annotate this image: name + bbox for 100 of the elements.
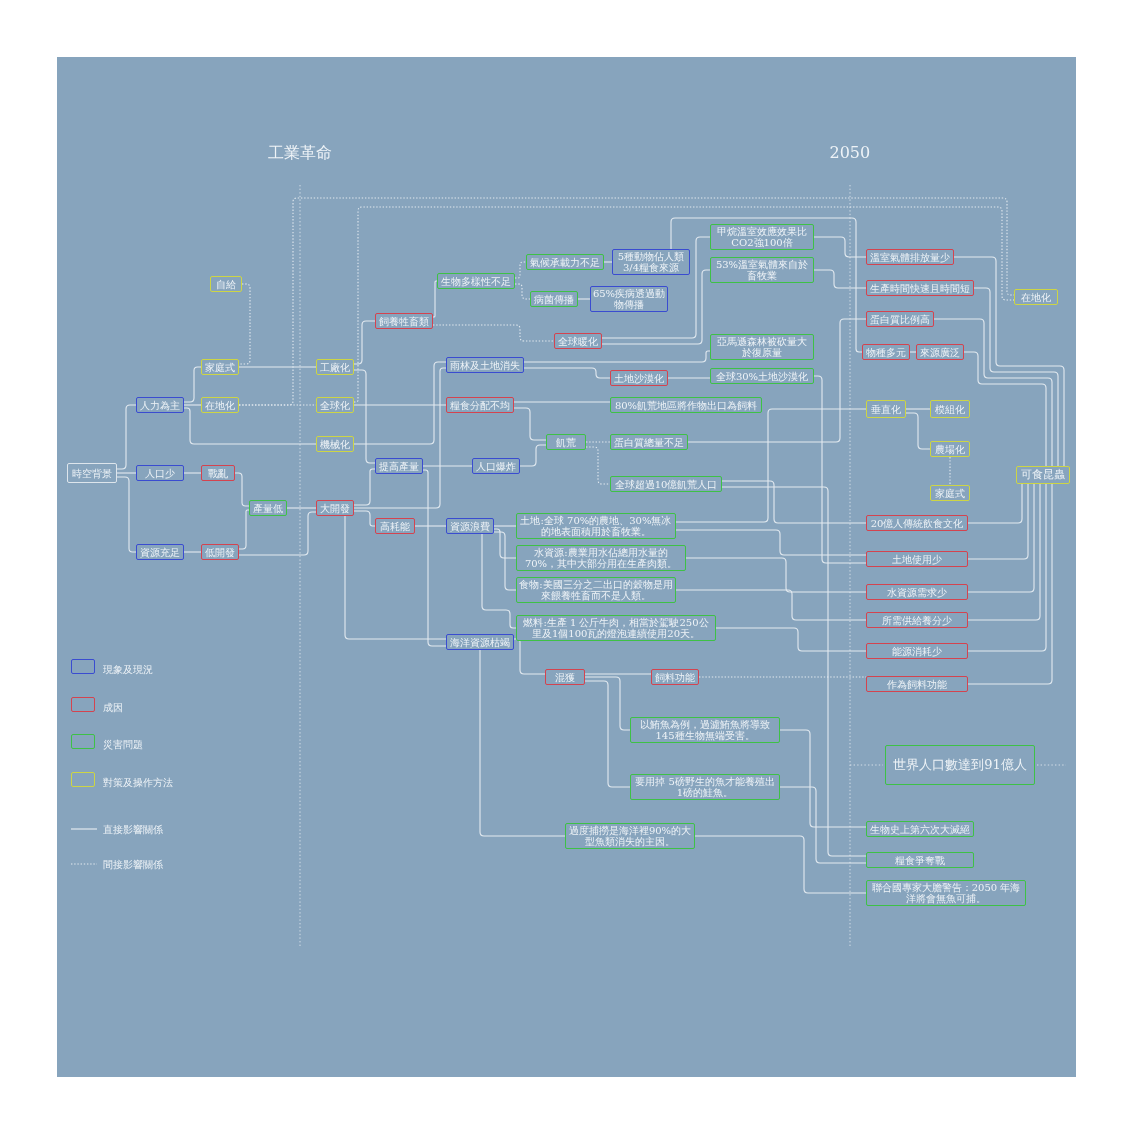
concept-box: 土地沙漠化 — [610, 370, 668, 386]
connector-line — [687, 318, 867, 443]
concept-box: 以鮪魚為例，過濾鮪魚將導致145種生物無端受害。 — [630, 717, 780, 743]
connector-line — [238, 366, 317, 368]
concept-box: 海洋資源枯竭 — [446, 634, 514, 650]
connector-line — [967, 483, 1053, 685]
connector-line — [905, 408, 931, 410]
connector-line — [813, 236, 867, 258]
concept-box: 甲烷溫室效應效果比CO2強100倍 — [710, 224, 814, 250]
connector-line — [779, 786, 867, 864]
connector-line — [183, 407, 317, 445]
timeline-label: 2050 — [829, 142, 871, 162]
dotted-connector — [949, 456, 951, 486]
connector-line — [685, 557, 867, 593]
concept-box: 糧食分配不均 — [446, 397, 514, 413]
connector-line — [584, 680, 631, 788]
connector-line — [422, 469, 447, 647]
concept-box: 土地使用少 — [866, 551, 968, 567]
dotted-connector — [353, 206, 1015, 403]
concept-box: 生物史上第六次大滅絕 — [866, 821, 974, 837]
connector-line — [675, 408, 867, 523]
connector-line — [353, 361, 447, 445]
connector-line — [905, 412, 931, 450]
connector-line — [670, 217, 863, 353]
concept-box: 農場化 — [930, 441, 970, 457]
connector-line — [353, 468, 376, 506]
concept-box: 全球30%土地沙漠化 — [710, 368, 814, 384]
concept-box: 所需供給養分少 — [866, 612, 968, 628]
concept-box: 戰亂 — [201, 465, 235, 481]
connector-line — [493, 525, 517, 527]
concept-box: 生產時間快速且時間短 — [866, 280, 974, 296]
concept-box: 在地化 — [201, 397, 239, 413]
concept-box: 低開發 — [201, 544, 239, 560]
concept-box: 機械化 — [316, 436, 354, 452]
connector-line — [481, 533, 517, 629]
concept-box: 可食昆蟲 — [1016, 466, 1070, 484]
connector-line — [513, 407, 547, 441]
concept-box: 自給 — [210, 276, 242, 292]
connector-line — [479, 649, 566, 837]
connector-line — [967, 483, 1041, 621]
concept-box: 工廠化 — [316, 359, 354, 375]
concept-box: 來源廣泛 — [916, 344, 964, 360]
connector-line — [344, 515, 447, 640]
connector-line — [967, 483, 1029, 560]
concept-box: 混獲 — [545, 669, 585, 685]
concept-box: 20億人傳統飲食文化 — [866, 515, 968, 531]
concept-box: 土地:全球 70%的農地、30%無冰的地表面積用於畜牧業。 — [516, 513, 676, 539]
connector-line — [183, 404, 202, 406]
connector-line — [422, 465, 473, 467]
concept-box: 80%飢荒地區將作物出口為飼料 — [610, 397, 762, 413]
connector-line — [183, 551, 202, 553]
concept-box: 糧食爭奪戰 — [866, 852, 974, 868]
concept-box: 飼料功能 — [651, 669, 699, 685]
concept-box: 全球暖化 — [554, 333, 602, 349]
timeline-label: 工業革命 — [268, 142, 332, 162]
concept-box: 雨林及土地消失 — [446, 357, 524, 373]
concept-box: 水資源需求少 — [866, 584, 968, 600]
connector-line — [603, 261, 613, 263]
connector-line — [584, 673, 652, 675]
concept-box: 物種多元 — [862, 344, 910, 360]
connector-line — [909, 351, 917, 353]
concept-box: 氣候承載力不足 — [526, 254, 604, 270]
concept-box: 蛋白質總量不足 — [610, 434, 688, 450]
connector-line — [967, 483, 1023, 524]
dotted-connector — [514, 283, 531, 300]
concept-box: 產量低 — [249, 500, 287, 516]
connector-line — [234, 472, 250, 507]
concept-box: 病菌傳播 — [530, 291, 578, 307]
concept-box: 全球化 — [316, 397, 354, 413]
concept-box: 大開發 — [316, 500, 354, 516]
connector-line — [523, 367, 611, 379]
concept-box: 人口少 — [136, 465, 184, 481]
legend-label: 直接影響關係 — [103, 824, 163, 836]
concept-box: 全球超過10億飢荒人口 — [610, 476, 722, 492]
concept-box: 世界人口數達到91億人 — [885, 745, 1035, 785]
connector-line — [286, 507, 317, 509]
connector-line — [519, 444, 547, 467]
connector-line — [933, 318, 1053, 467]
connector-line — [238, 509, 250, 550]
concept-box: 過度捕撈是海洋裡90%的大型魚類消失的主因。 — [565, 823, 695, 849]
concept-box: 時空背景 — [67, 463, 117, 483]
connector-line — [353, 367, 447, 509]
connector-line — [513, 401, 611, 403]
concept-box: 人口爆炸 — [472, 458, 520, 474]
concept-box: 53%溫室氣體來自於畜牧業 — [710, 257, 814, 283]
concept-box: 燃料:生產 1 公斤牛肉，相當於駕駛250公里及1個100瓦的燈泡連續使用20天。 — [516, 615, 716, 641]
connector-line — [967, 483, 1035, 593]
concept-box: 5種動物佔人類3/4糧食來源 — [612, 249, 690, 275]
connector-line — [353, 510, 376, 527]
concept-box: 生物多樣性不足 — [437, 273, 515, 289]
connector-line — [432, 280, 438, 318]
concept-box: 垂直化 — [866, 400, 906, 418]
connector-line — [353, 320, 376, 365]
connector-line — [963, 351, 1047, 467]
connector-line — [694, 835, 867, 894]
concept-box: 飼養牲畜類 — [375, 313, 433, 329]
connector-line — [183, 472, 202, 474]
connector-line — [813, 269, 867, 289]
connector-line — [513, 638, 546, 675]
concept-box: 食物:美國三分之二出口的穀物是用來餵養牲畜而不是人類。 — [516, 577, 676, 603]
